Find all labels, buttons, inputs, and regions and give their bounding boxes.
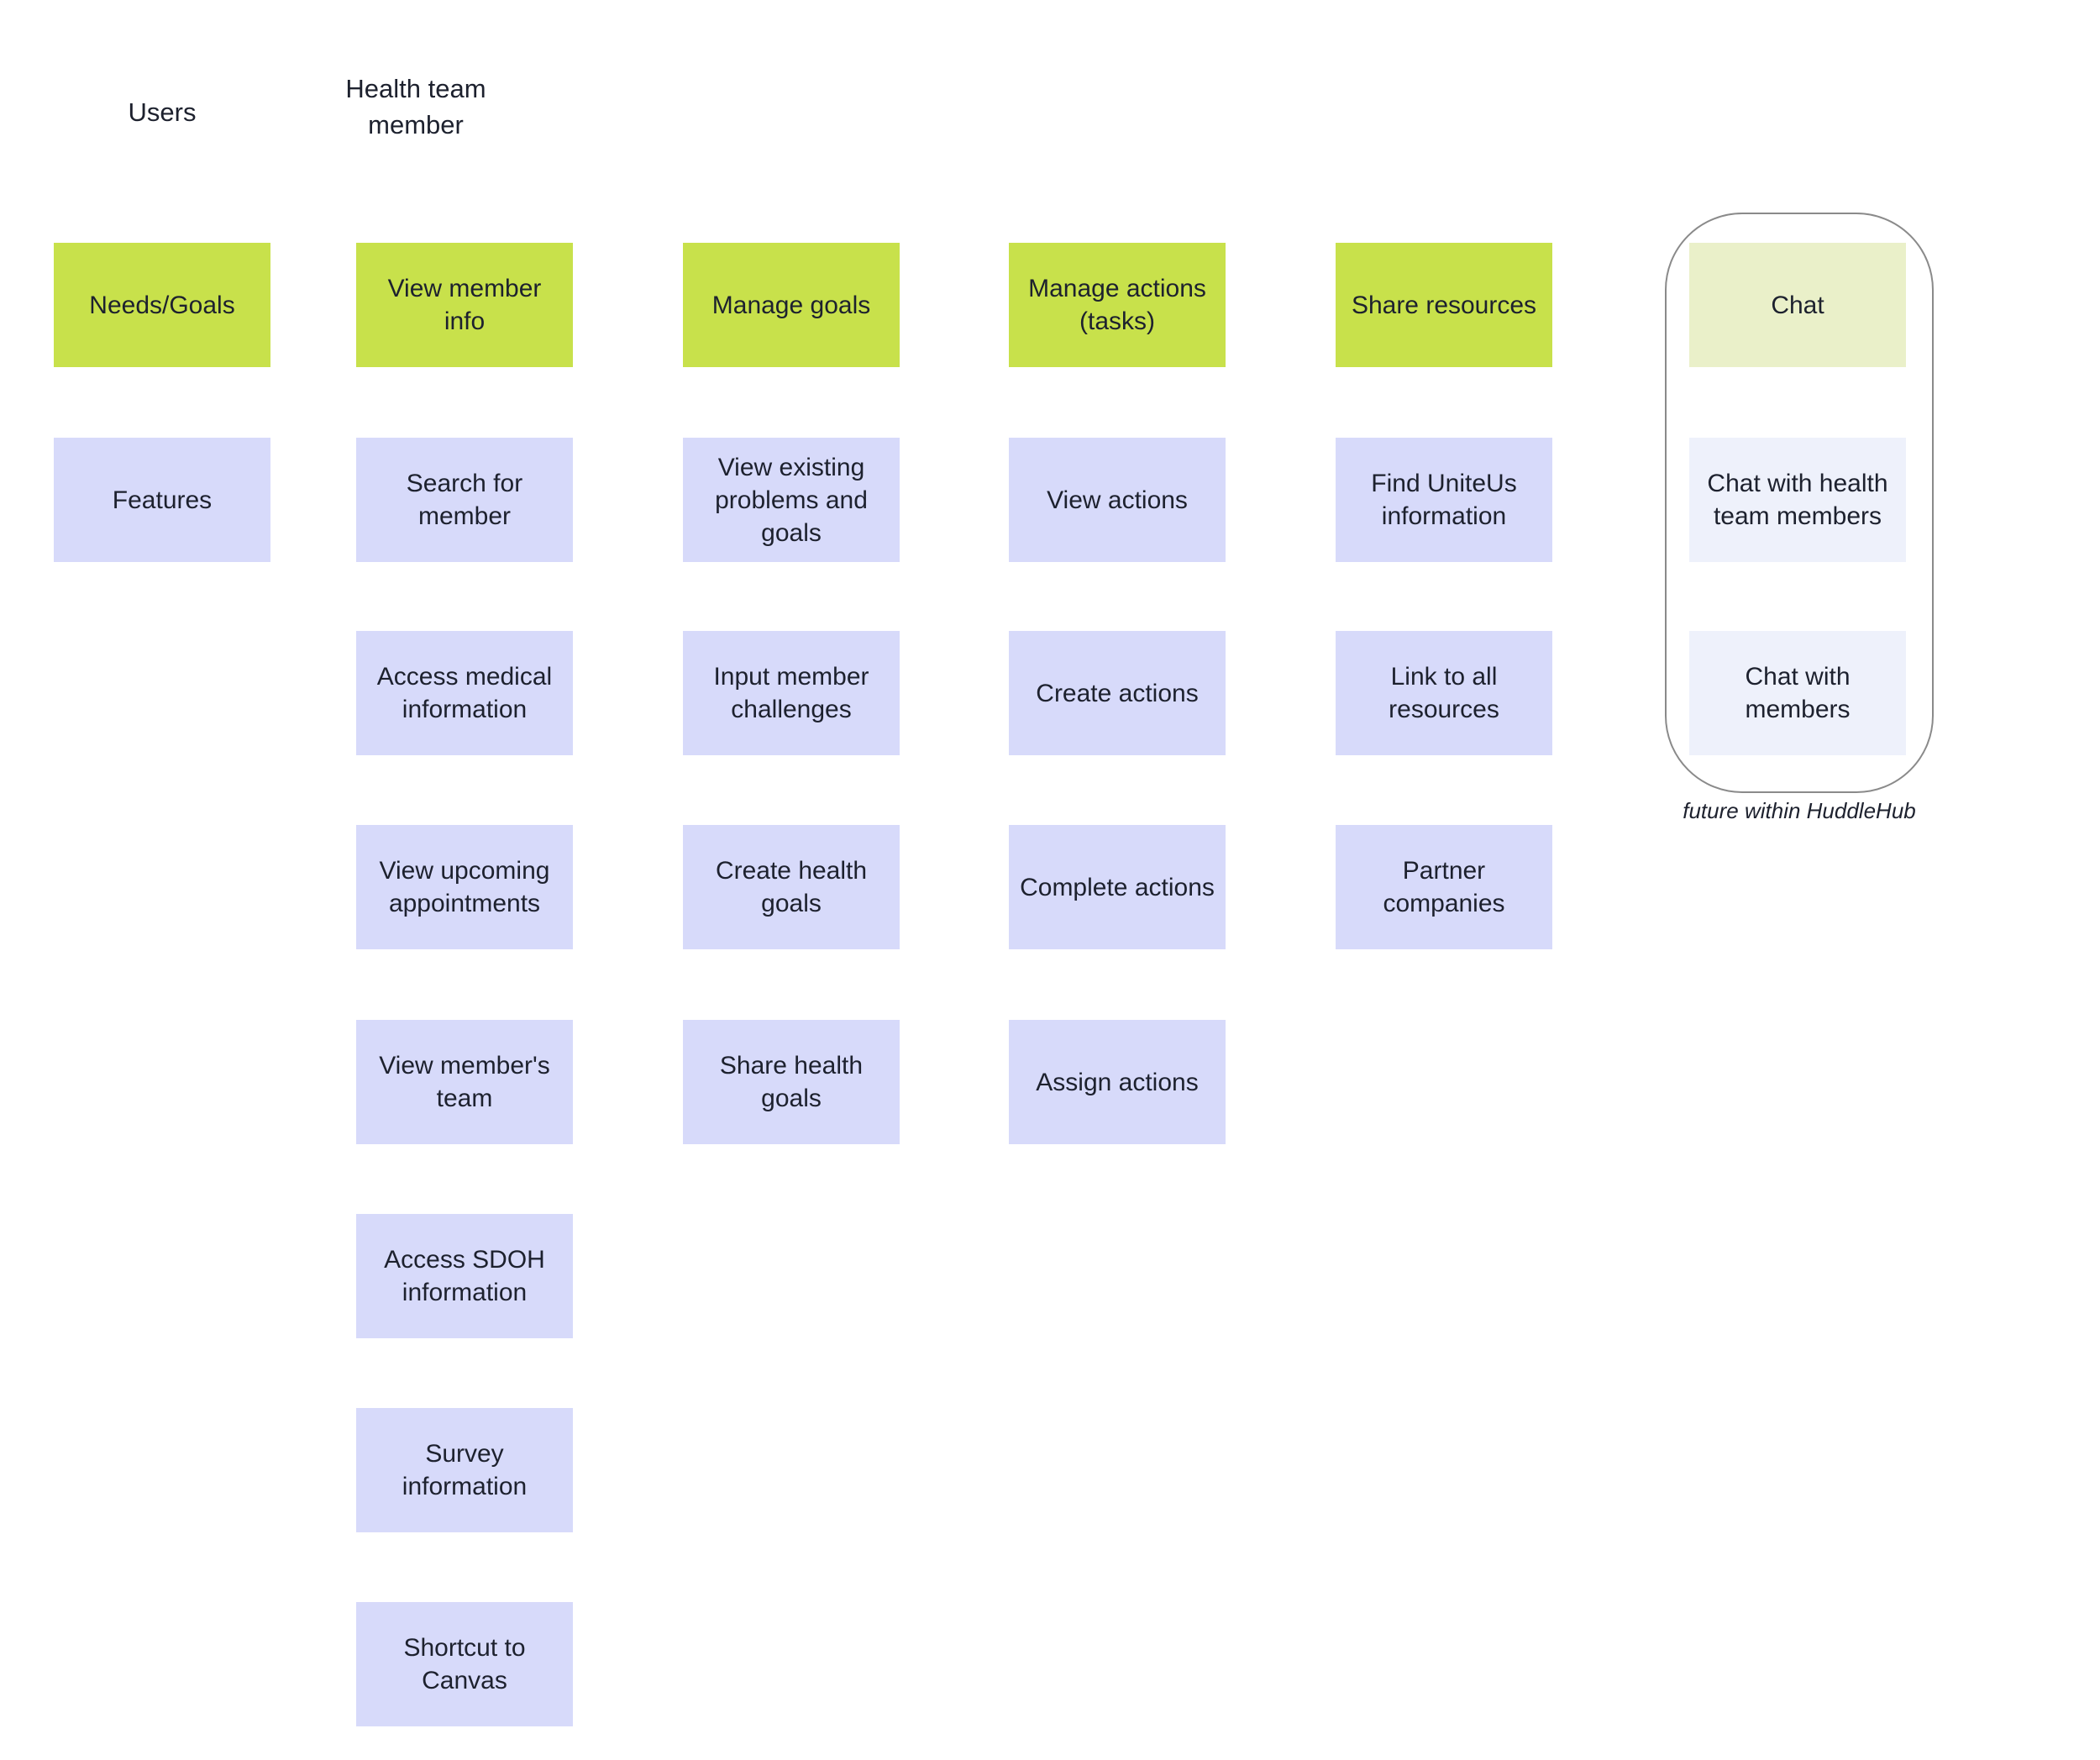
feature-survey-information: Survey information — [356, 1408, 573, 1532]
feature-create-health-goals: Create health goals — [683, 825, 900, 949]
feature-create-actions: Create actions — [1009, 631, 1226, 755]
feature-view-upcoming-appointments: View upcoming appointments — [356, 825, 573, 949]
feature-complete-actions: Complete actions — [1009, 825, 1226, 949]
future-group-caption: future within HuddleHub — [1683, 798, 1916, 823]
feature-shortcut-to-canvas: Shortcut to Canvas — [356, 1602, 573, 1726]
feature-link-to-all-resources: Link to all resources — [1336, 631, 1552, 755]
feature-share-health-goals: Share health goals — [683, 1020, 900, 1144]
category-manage-goals: Manage goals — [683, 243, 900, 367]
legend-features: Features — [54, 438, 270, 562]
persona-column-label: Health team member — [345, 74, 486, 140]
feature-view-members-team: View member's team — [356, 1020, 573, 1144]
feature-access-sdoh-information: Access SDOH information — [356, 1214, 573, 1338]
feature-view-actions: View actions — [1009, 438, 1226, 562]
category-chat: Chat — [1689, 243, 1906, 367]
future-group-frame — [1665, 213, 1934, 793]
feature-find-uniteus-information: Find UniteUs information — [1336, 438, 1552, 562]
feature-search-for-member: Search for member — [356, 438, 573, 562]
feature-partner-companies: Partner companies — [1336, 825, 1552, 949]
users-column-label: Users — [128, 97, 197, 127]
feature-access-medical-information: Access medical information — [356, 631, 573, 755]
feature-input-member-challenges: Input member challenges — [683, 631, 900, 755]
feature-view-existing-problems-goals: View existing problems and goals — [683, 438, 900, 562]
legend-needs-goals: Needs/Goals — [54, 243, 270, 367]
category-view-member-info: View member info — [356, 243, 573, 367]
category-manage-actions: Manage actions (tasks) — [1009, 243, 1226, 367]
feature-chat-with-health-team-members: Chat with health team members — [1689, 438, 1906, 562]
feature-chat-with-members: Chat with members — [1689, 631, 1906, 755]
category-share-resources: Share resources — [1336, 243, 1552, 367]
feature-assign-actions: Assign actions — [1009, 1020, 1226, 1144]
